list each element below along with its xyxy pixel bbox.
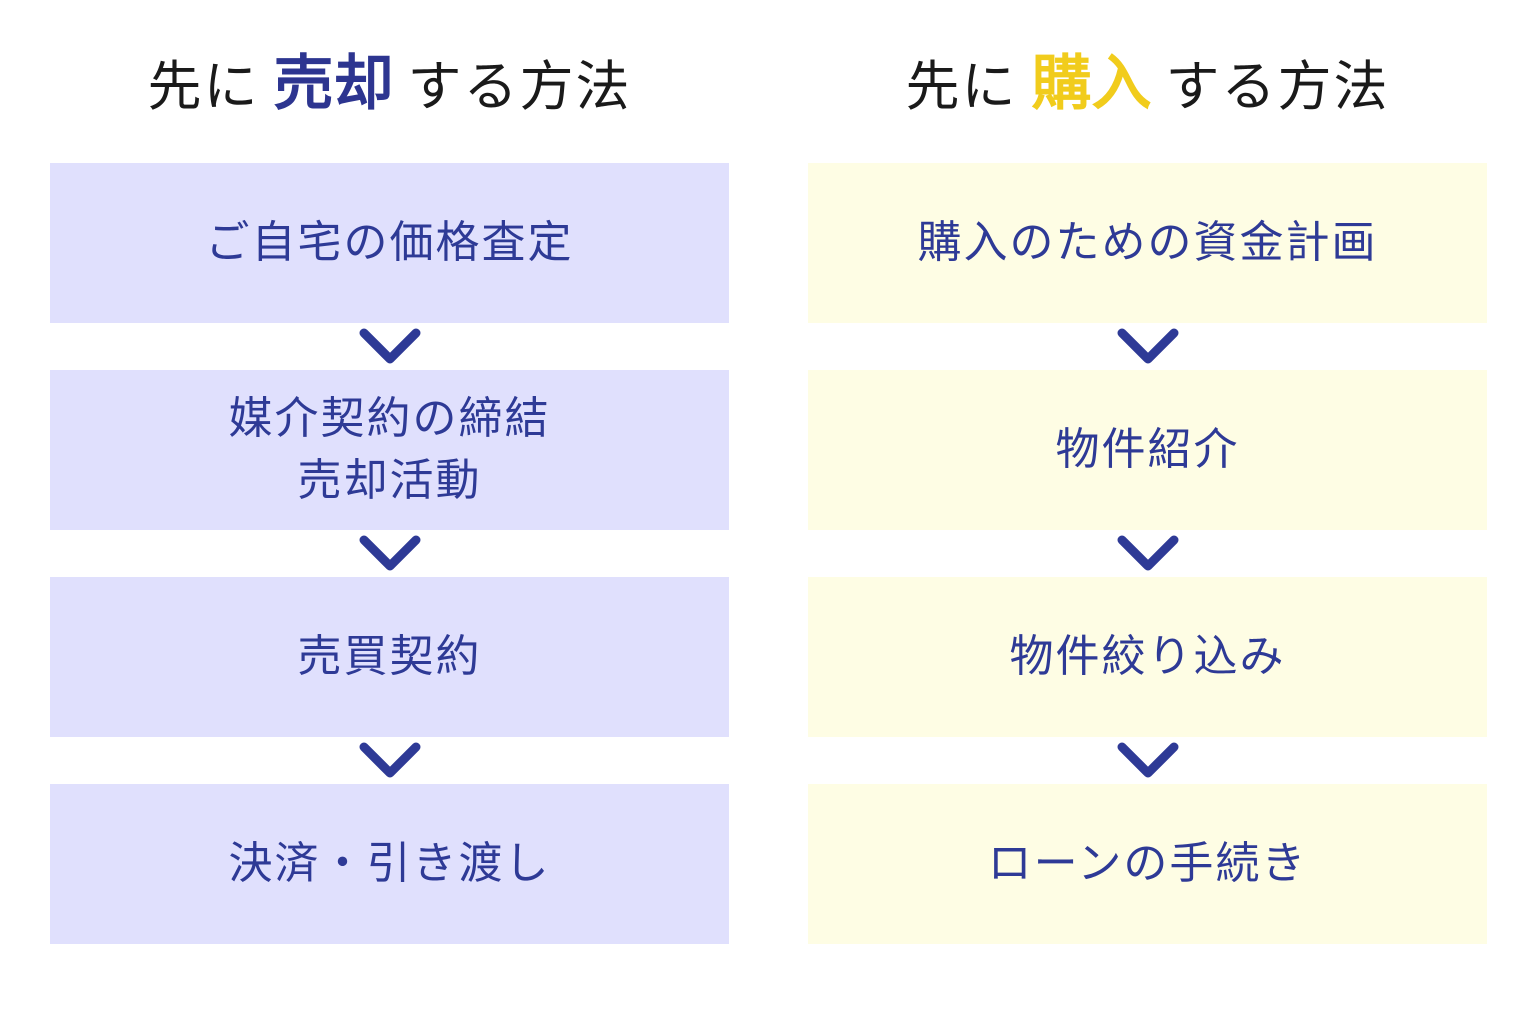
step-label-line2: 売却活動 xyxy=(297,455,482,506)
chevron-down-icon xyxy=(50,530,729,577)
chevron-down-icon xyxy=(50,323,729,370)
sell-step-2: 媒介契約の締結 売却活動 xyxy=(50,370,729,530)
heading-accent: 購入 xyxy=(1031,49,1152,119)
step-label: 決済・引き渡し xyxy=(228,838,551,889)
heading-suffix: する方法 xyxy=(407,55,632,118)
sell-first-heading: 先に 売却 する方法 xyxy=(50,0,729,163)
sell-step-3: 売買契約 xyxy=(50,577,729,737)
step-label: ご自宅の価格査定 xyxy=(205,217,574,268)
heading-suffix: する方法 xyxy=(1165,55,1390,118)
sell-step-4: 決済・引き渡し xyxy=(50,784,729,944)
buy-step-3: 物件絞り込み xyxy=(808,577,1487,737)
chevron-down-icon xyxy=(808,323,1487,370)
chevron-down-icon xyxy=(50,737,729,784)
buy-step-2: 物件紹介 xyxy=(808,370,1487,530)
step-label: 媒介契約の締結 xyxy=(228,393,551,444)
buy-first-column: 先に 購入 する方法 購入のための資金計画 物件紹介 物件絞り込み ローンの手続… xyxy=(808,0,1487,944)
step-label: 物件紹介 xyxy=(1055,424,1240,475)
buy-first-heading: 先に 購入 する方法 xyxy=(808,0,1487,163)
sell-first-column: 先に 売却 する方法 ご自宅の価格査定 媒介契約の締結 売却活動 売買契約 決済… xyxy=(50,0,729,944)
heading-prefix: 先に xyxy=(147,55,260,118)
chevron-down-icon xyxy=(808,530,1487,577)
step-label: 売買契約 xyxy=(297,631,482,682)
sell-step-1: ご自宅の価格査定 xyxy=(50,163,729,323)
buy-step-1: 購入のための資金計画 xyxy=(808,163,1487,323)
buy-step-4: ローンの手続き xyxy=(808,784,1487,944)
heading-accent: 売却 xyxy=(273,49,394,119)
step-label: 物件絞り込み xyxy=(1009,631,1286,682)
heading-prefix: 先に xyxy=(905,55,1018,118)
chevron-down-icon xyxy=(808,737,1487,784)
step-label: 購入のための資金計画 xyxy=(917,217,1378,268)
step-label: ローンの手続き xyxy=(987,838,1308,889)
